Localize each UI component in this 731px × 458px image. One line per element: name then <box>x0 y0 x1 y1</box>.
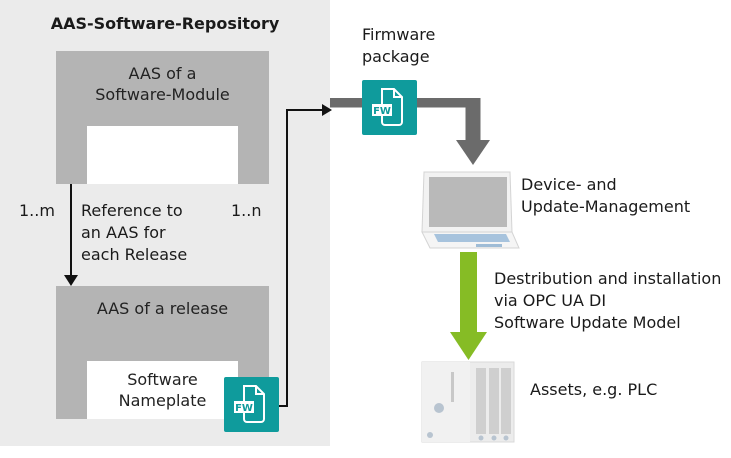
software-module-label-line2: Software-Module <box>95 85 230 104</box>
file-icon: FW <box>234 385 265 423</box>
reference-arrow-line <box>70 184 72 278</box>
multiplicity-left: 1..m <box>19 201 55 220</box>
nameplate-label-line2: Nameplate <box>118 391 207 410</box>
software-nameplate-label: Software Nameplate <box>87 369 238 411</box>
reference-text-line2: an AAS for <box>81 223 166 242</box>
device-management-line2: Update-Management <box>521 197 691 216</box>
firmware-file-icon-nameplate: FW <box>224 377 279 432</box>
firmware-flow-arrow <box>330 98 490 165</box>
reference-text: Reference to an AAS for each Release <box>81 200 187 266</box>
connector-horizontal-bottom <box>278 405 287 407</box>
distribution-line1: Destribution and installation <box>494 269 722 288</box>
repository-title: AAS-Software-Repository <box>50 14 280 33</box>
software-module-label-line1: AAS of a <box>128 64 197 83</box>
file-icon: FW <box>372 88 403 126</box>
laptop-icon <box>421 171 520 249</box>
firmware-label-line2: package <box>362 47 430 66</box>
reference-arrow-head <box>64 275 78 286</box>
distribution-line3: Software Update Model <box>494 313 681 332</box>
distribution-line2: via OPC UA DI <box>494 291 607 310</box>
software-nameplate-box <box>87 361 238 419</box>
nameplate-label-line1: Software <box>127 370 198 389</box>
fw-text: FW <box>235 403 253 414</box>
firmware-package-label: Firmware package <box>362 24 435 68</box>
software-module-inner <box>87 126 238 184</box>
connector-vertical <box>286 110 288 407</box>
assets-label: Assets, e.g. PLC <box>530 380 658 399</box>
connector-arrow-head <box>322 104 332 116</box>
reference-text-line3: each Release <box>81 245 188 264</box>
reference-text-line1: Reference to <box>81 201 183 220</box>
device-management-label: Device- and Update-Management <box>521 174 690 218</box>
release-box-label: AAS of a release <box>96 299 229 318</box>
device-management-line1: Device- and <box>521 175 617 194</box>
distribution-arrow <box>450 252 487 360</box>
distribution-label: Destribution and installation via OPC UA… <box>494 268 721 334</box>
firmware-label-line1: Firmware <box>362 25 436 44</box>
svg-text:FW: FW <box>373 106 391 117</box>
firmware-package-icon: FW <box>362 80 417 135</box>
plc-icon <box>421 361 515 443</box>
software-module-label: AAS of a Software-Module <box>56 63 269 105</box>
multiplicity-right: 1..n <box>231 201 262 220</box>
connector-horizontal-top <box>286 109 324 111</box>
